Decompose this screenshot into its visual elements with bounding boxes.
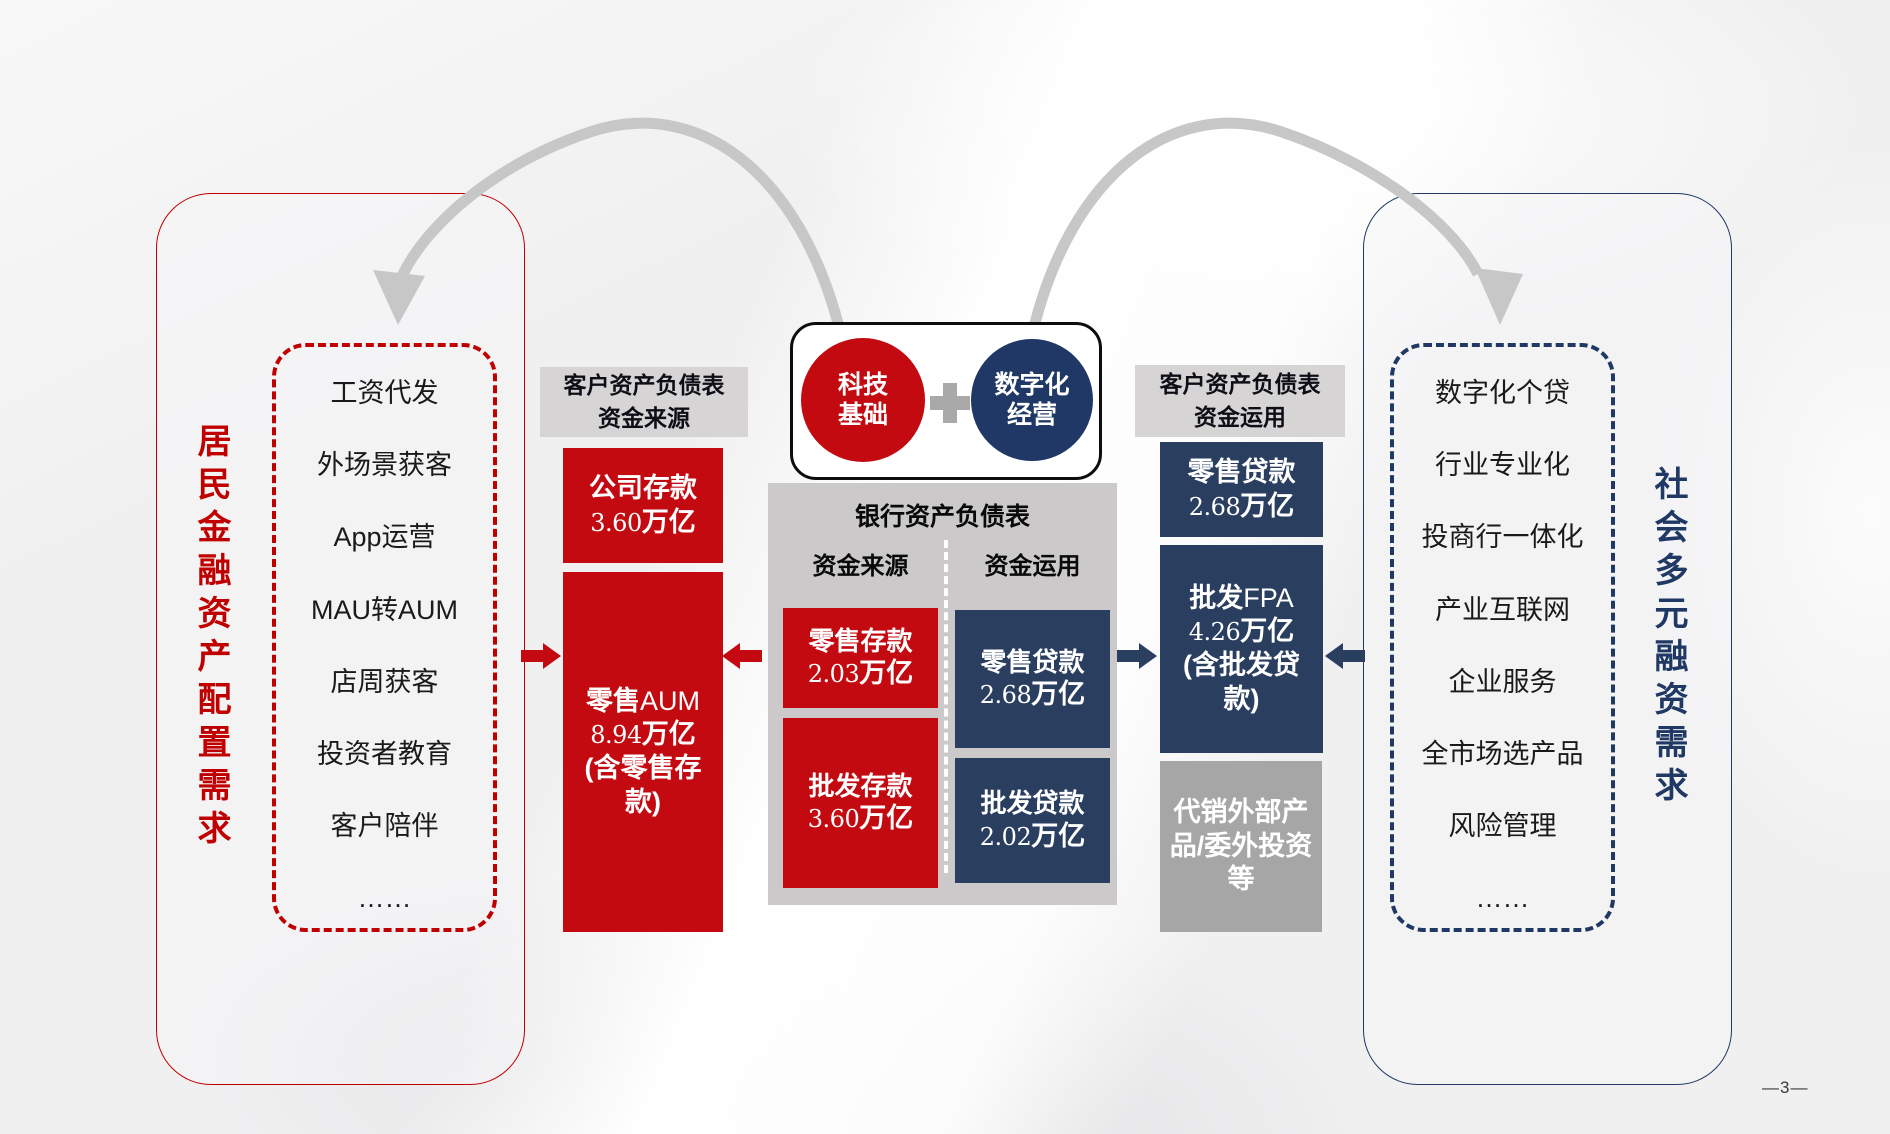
tech-digital-badge: 科技 基础 + 数字化 经营	[790, 322, 1102, 480]
box-value: 4.26万亿	[1188, 616, 1295, 647]
corporate-deposit-box: 公司存款 3.60万亿	[563, 448, 723, 563]
list-item: 店周获客	[330, 666, 439, 697]
resident-demand-title: 居民金融资产配置需求	[192, 423, 230, 853]
list-item: 投资者教育	[317, 738, 452, 769]
plus-icon: +	[930, 383, 970, 423]
list-item: App运营	[333, 522, 436, 553]
cell-value: 2.68万亿	[979, 679, 1086, 710]
society-items-list: 数字化个贷 行业专业化 投商行一体化 产业互联网 企业服务 全市场选产品 风险管…	[1390, 343, 1615, 932]
arrow-right-red-icon	[521, 643, 561, 669]
right-swoosh-arrowhead	[1475, 268, 1523, 325]
agency-products-box: 代销外部产品/委外投资等	[1160, 761, 1322, 932]
list-item: 风险管理	[1448, 811, 1557, 842]
list-item: MAU转AUM	[311, 594, 458, 625]
society-financing-title: 社会多元融资需求	[1649, 466, 1687, 810]
box-note: (含批发贷款)	[1183, 650, 1300, 714]
header-line: 客户资产负债表	[1159, 370, 1321, 397]
arrow-right-navy-icon	[1117, 643, 1157, 669]
box-note: (含零售存款)	[584, 753, 702, 817]
bank-col-usage-label: 资金运用	[984, 553, 1081, 580]
header-line: 资金运用	[1194, 404, 1286, 430]
box-label: 代销外部产品/委外投资等	[1169, 796, 1313, 895]
list-item: 产业互联网	[1435, 594, 1570, 625]
tech-base-circle: 科技 基础	[801, 338, 925, 462]
society-items-dashed-box	[1390, 343, 1615, 932]
header-line: 客户资产负债表	[563, 371, 725, 398]
list-item: 企业服务	[1448, 666, 1557, 697]
cell-value: 2.02万亿	[979, 820, 1086, 851]
bank-panel-divider	[944, 540, 948, 873]
resident-items-dashed-box	[272, 343, 497, 932]
box-label: 公司存款	[589, 472, 697, 503]
retail-deposit-cell: 零售存款 2.03万亿	[783, 608, 938, 708]
list-item: 全市场选产品	[1421, 738, 1584, 769]
page-number: —3—	[1762, 1078, 1809, 1097]
digital-operation-circle: 数字化 经营	[971, 339, 1093, 461]
bank-col-source-label: 资金来源	[812, 553, 909, 580]
box-value: 8.94万亿	[590, 719, 696, 750]
box-value: 3.60万亿	[590, 506, 696, 537]
list-item-ellipsis: ……	[1475, 883, 1530, 914]
arrow-left-red-icon	[722, 643, 762, 669]
list-item: 客户陪伴	[330, 811, 439, 842]
left-swoosh-arrowhead	[373, 270, 425, 325]
cell-label: 零售贷款	[980, 646, 1085, 677]
wholesale-deposit-cell: 批发存款 3.60万亿	[783, 718, 938, 888]
list-item: 行业专业化	[1435, 450, 1570, 481]
society-financing-panel	[1363, 193, 1732, 1085]
list-item: 工资代发	[330, 378, 439, 408]
left-swoosh-arrow	[397, 117, 846, 333]
retail-aum-box: 零售AUM 8.94万亿 (含零售存款)	[563, 572, 723, 932]
wholesale-fpa-box: 批发FPA 4.26万亿 (含批发贷款)	[1160, 545, 1323, 753]
cell-label: 批发贷款	[980, 788, 1085, 819]
cell-value: 2.03万亿	[807, 658, 914, 689]
retail-loan-box: 零售贷款 2.68万亿	[1160, 442, 1323, 537]
cell-label: 批发存款	[808, 770, 913, 801]
arrow-left-navy-icon	[1325, 643, 1365, 669]
resident-demand-panel	[156, 193, 525, 1085]
bank-balance-sheet-panel: 银行资产负债表 资金来源 资金运用 零售存款 2.03万亿 批发存款 3.60万…	[768, 483, 1117, 905]
list-item: 外场景获客	[317, 450, 452, 481]
right-swoosh-arrow	[1027, 117, 1483, 333]
list-item: 投商行一体化	[1421, 522, 1584, 553]
cell-value: 3.60万亿	[807, 803, 914, 834]
bank-panel-title: 银行资产负债表	[854, 503, 1030, 531]
header-line: 资金来源	[598, 405, 690, 431]
retail-loan-cell: 零售贷款 2.68万亿	[955, 610, 1110, 748]
usage-column-header: 客户资产负债表 资金运用	[1135, 365, 1345, 437]
resident-items-list: 工资代发 外场景获客 App运营 MAU转AUM 店周获客 投资者教育 客户陪伴…	[272, 343, 497, 932]
cell-label: 零售存款	[808, 625, 913, 656]
box-label: 批发FPA	[1189, 582, 1294, 613]
wholesale-loan-cell: 批发贷款 2.02万亿	[955, 758, 1110, 883]
box-label: 零售贷款	[1187, 456, 1296, 487]
list-item: 数字化个贷	[1435, 378, 1570, 408]
source-column-header: 客户资产负债表 资金来源	[540, 367, 748, 437]
box-value: 2.68万亿	[1188, 490, 1295, 521]
list-item-ellipsis: ……	[357, 883, 412, 914]
box-label: 零售AUM	[586, 685, 700, 716]
